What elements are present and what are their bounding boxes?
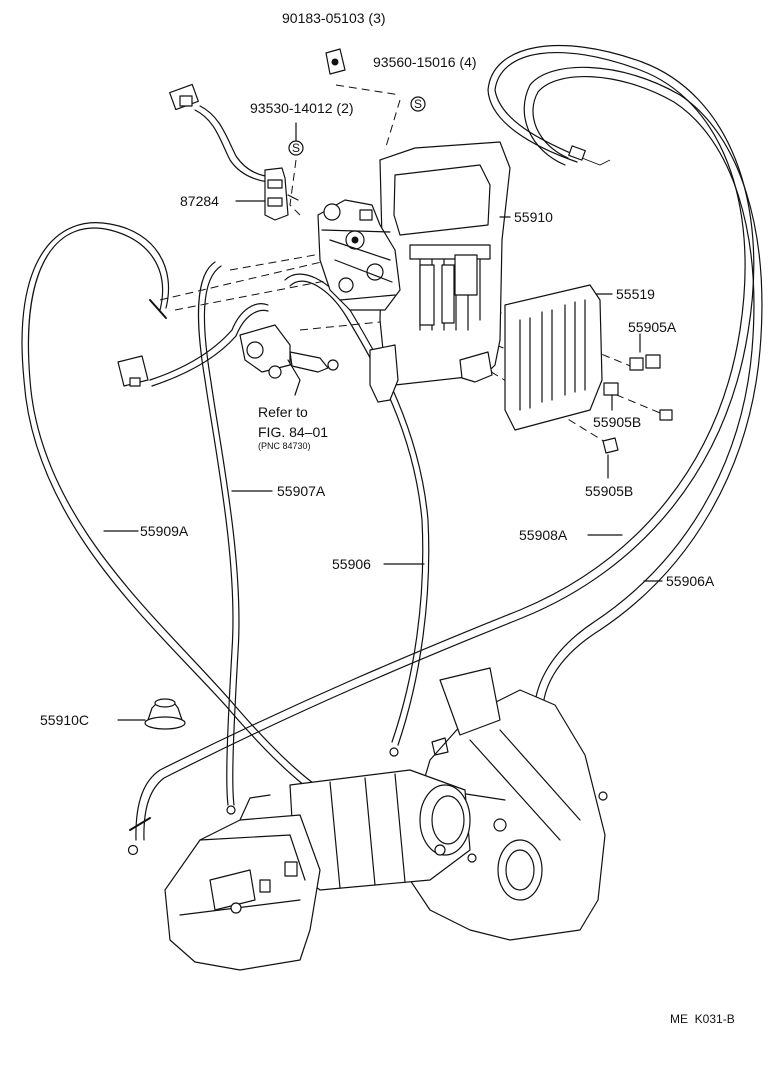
label-55909A: 55909A: [140, 523, 189, 539]
label-55519: 55519: [616, 286, 655, 302]
heater-unit: [164, 667, 606, 971]
part-55519-panel: [504, 284, 603, 431]
label-55905B-upper: 55905B: [593, 414, 641, 430]
part-labels: 90183-05103 (3) 93560-15016 (4) 93530-14…: [40, 10, 735, 1026]
grommet-55910C-icon: [144, 698, 186, 730]
screw-93560-symbol: S: [414, 97, 422, 111]
label-93530-14012: 93530-14012 (2): [250, 100, 354, 116]
screw-93530-symbol: S: [292, 141, 300, 155]
label-55910C: 55910C: [40, 712, 89, 728]
cable-55908A: [127, 45, 755, 856]
wire-harness-top: [169, 83, 273, 183]
reference-line-1: Refer to: [258, 404, 308, 420]
reference-line-3: (PNC 84730): [258, 441, 311, 451]
label-90183-05103: 90183-05103 (3): [282, 10, 386, 26]
label-87284: 87284: [180, 193, 219, 209]
cable-55909A: [21, 222, 341, 807]
label-55905A: 55905A: [628, 319, 677, 335]
figure-code: ME K031-B: [670, 1012, 735, 1026]
screw-93530-icon: [288, 140, 304, 156]
part-87284-bracket: [264, 167, 299, 221]
label-93560-15016: 93560-15016 (4): [373, 54, 477, 70]
screw-93560-icon: [410, 96, 426, 112]
reference-line-2: FIG. 84–01: [258, 424, 328, 440]
heater-control-assembly: [317, 141, 511, 403]
label-55906A: 55906A: [666, 573, 715, 589]
screw-symbols: S S: [288, 96, 426, 156]
cable-55907A: [197, 261, 240, 815]
label-55908A: 55908A: [519, 527, 568, 543]
label-55905B-lower: 55905B: [585, 483, 633, 499]
label-55906: 55906: [332, 556, 371, 572]
clip-90183-icon: [325, 48, 346, 75]
servo-motor-assembly: [117, 303, 339, 396]
label-55907A: 55907A: [277, 483, 326, 499]
cable-55906A: [523, 66, 763, 801]
knobs: [602, 354, 673, 454]
leader-lines: [103, 122, 663, 721]
label-55910: 55910: [514, 209, 553, 225]
